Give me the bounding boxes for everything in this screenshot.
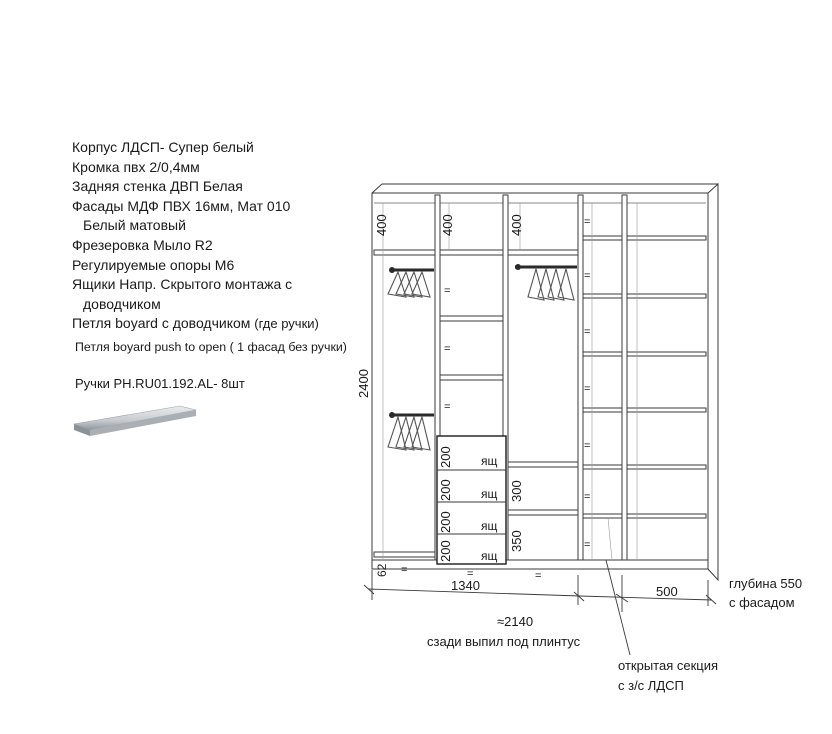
spec-list: Корпус ЛДСП- Супер белый Кромка пвх 2/0,… xyxy=(72,138,362,391)
open-section-label-cont: с з/с ЛДСП xyxy=(618,678,684,693)
depth-label: глубина 550 xyxy=(729,576,802,591)
dim-500: 500 xyxy=(656,584,678,599)
spec-edge: Кромка пвх 2/0,4мм xyxy=(72,158,200,175)
equal-mark: = xyxy=(584,491,590,503)
spec-hinge-push: Петля boyard push to open ( 1 фасад без … xyxy=(75,340,347,354)
spec-milling: Фрезеровка Мыло R2 xyxy=(72,236,213,253)
spec-hinge: Петля boyard с доводчиком (где ручки) xyxy=(72,314,362,334)
hanger-rod-middle xyxy=(515,264,577,301)
equal-mark: = xyxy=(584,326,590,338)
equal-mark: = xyxy=(584,216,590,228)
spec-legs: Регулируемые опоры М6 xyxy=(72,256,235,273)
equal-mark: = xyxy=(401,564,407,576)
depth-label-cont: с фасадом xyxy=(729,595,795,610)
plinth-note: сзади выпил под плинтус xyxy=(427,634,581,649)
equal-mark: = xyxy=(584,539,590,551)
dim-drawer-200-4: 200 xyxy=(438,540,453,562)
open-section-label: открытая секция xyxy=(618,658,718,673)
dim-62: 62 xyxy=(375,563,389,577)
spec-facades: Фасады МДФ ПВХ 16мм, Мат 010 xyxy=(72,197,291,214)
equal-mark: = xyxy=(467,568,473,580)
handle-image xyxy=(72,405,197,436)
spec-hinge-main: Петля boyard с доводчиком xyxy=(72,315,251,332)
drawer-mark-1: ящ xyxy=(481,454,497,468)
spec-drawers-cont: доводчиком xyxy=(83,295,161,312)
equal-mark: = xyxy=(444,285,450,297)
drawer-mark-4: ящ xyxy=(481,549,497,563)
equal-mark: = xyxy=(584,440,590,452)
dim-300: 300 xyxy=(509,480,524,502)
dim-400-left: 400 xyxy=(374,214,389,236)
drawer-mark-2: ящ xyxy=(481,487,497,501)
equal-mark: = xyxy=(444,401,450,413)
dim-drawer-200-3: 200 xyxy=(438,511,453,533)
spec-back-panel: Задняя стенка ДВП Белая xyxy=(72,178,243,195)
plinth xyxy=(371,559,709,570)
equal-mark: = xyxy=(584,270,590,282)
drawer-block xyxy=(436,435,507,565)
dim-drawer-200-1: 200 xyxy=(438,446,453,468)
equal-mark: = xyxy=(444,343,450,355)
divider-4 xyxy=(621,194,628,568)
hanger-rod-top-left xyxy=(387,267,434,298)
dim-350: 350 xyxy=(509,530,524,552)
hanger-rod-bottom-left xyxy=(387,412,434,451)
divider-3 xyxy=(577,194,584,568)
dim-400-right: 400 xyxy=(509,214,524,236)
dim-400-mid: 400 xyxy=(440,214,455,236)
spec-drawers: Ящики Напр. Скрытого монтажа с xyxy=(72,276,293,293)
equal-mark: = xyxy=(535,570,541,582)
spec-hinge-note: (где ручки) xyxy=(254,316,319,332)
drawer-mark-3: ящ xyxy=(481,519,497,533)
equal-mark: = xyxy=(584,383,590,395)
dim-2400: 2400 xyxy=(356,369,371,398)
spec-handles: Ручки PH.RU01.192.AL- 8шт xyxy=(75,376,245,391)
spec-body: Корпус ЛДСП- Супер белый xyxy=(72,139,254,155)
dim-drawer-200-2: 200 xyxy=(438,479,453,501)
side-panel xyxy=(707,182,719,582)
spec-facades-color: Белый матовый xyxy=(83,217,186,234)
dim-1340: 1340 xyxy=(451,578,480,593)
dim-total-width: ≈2140 xyxy=(497,614,533,629)
